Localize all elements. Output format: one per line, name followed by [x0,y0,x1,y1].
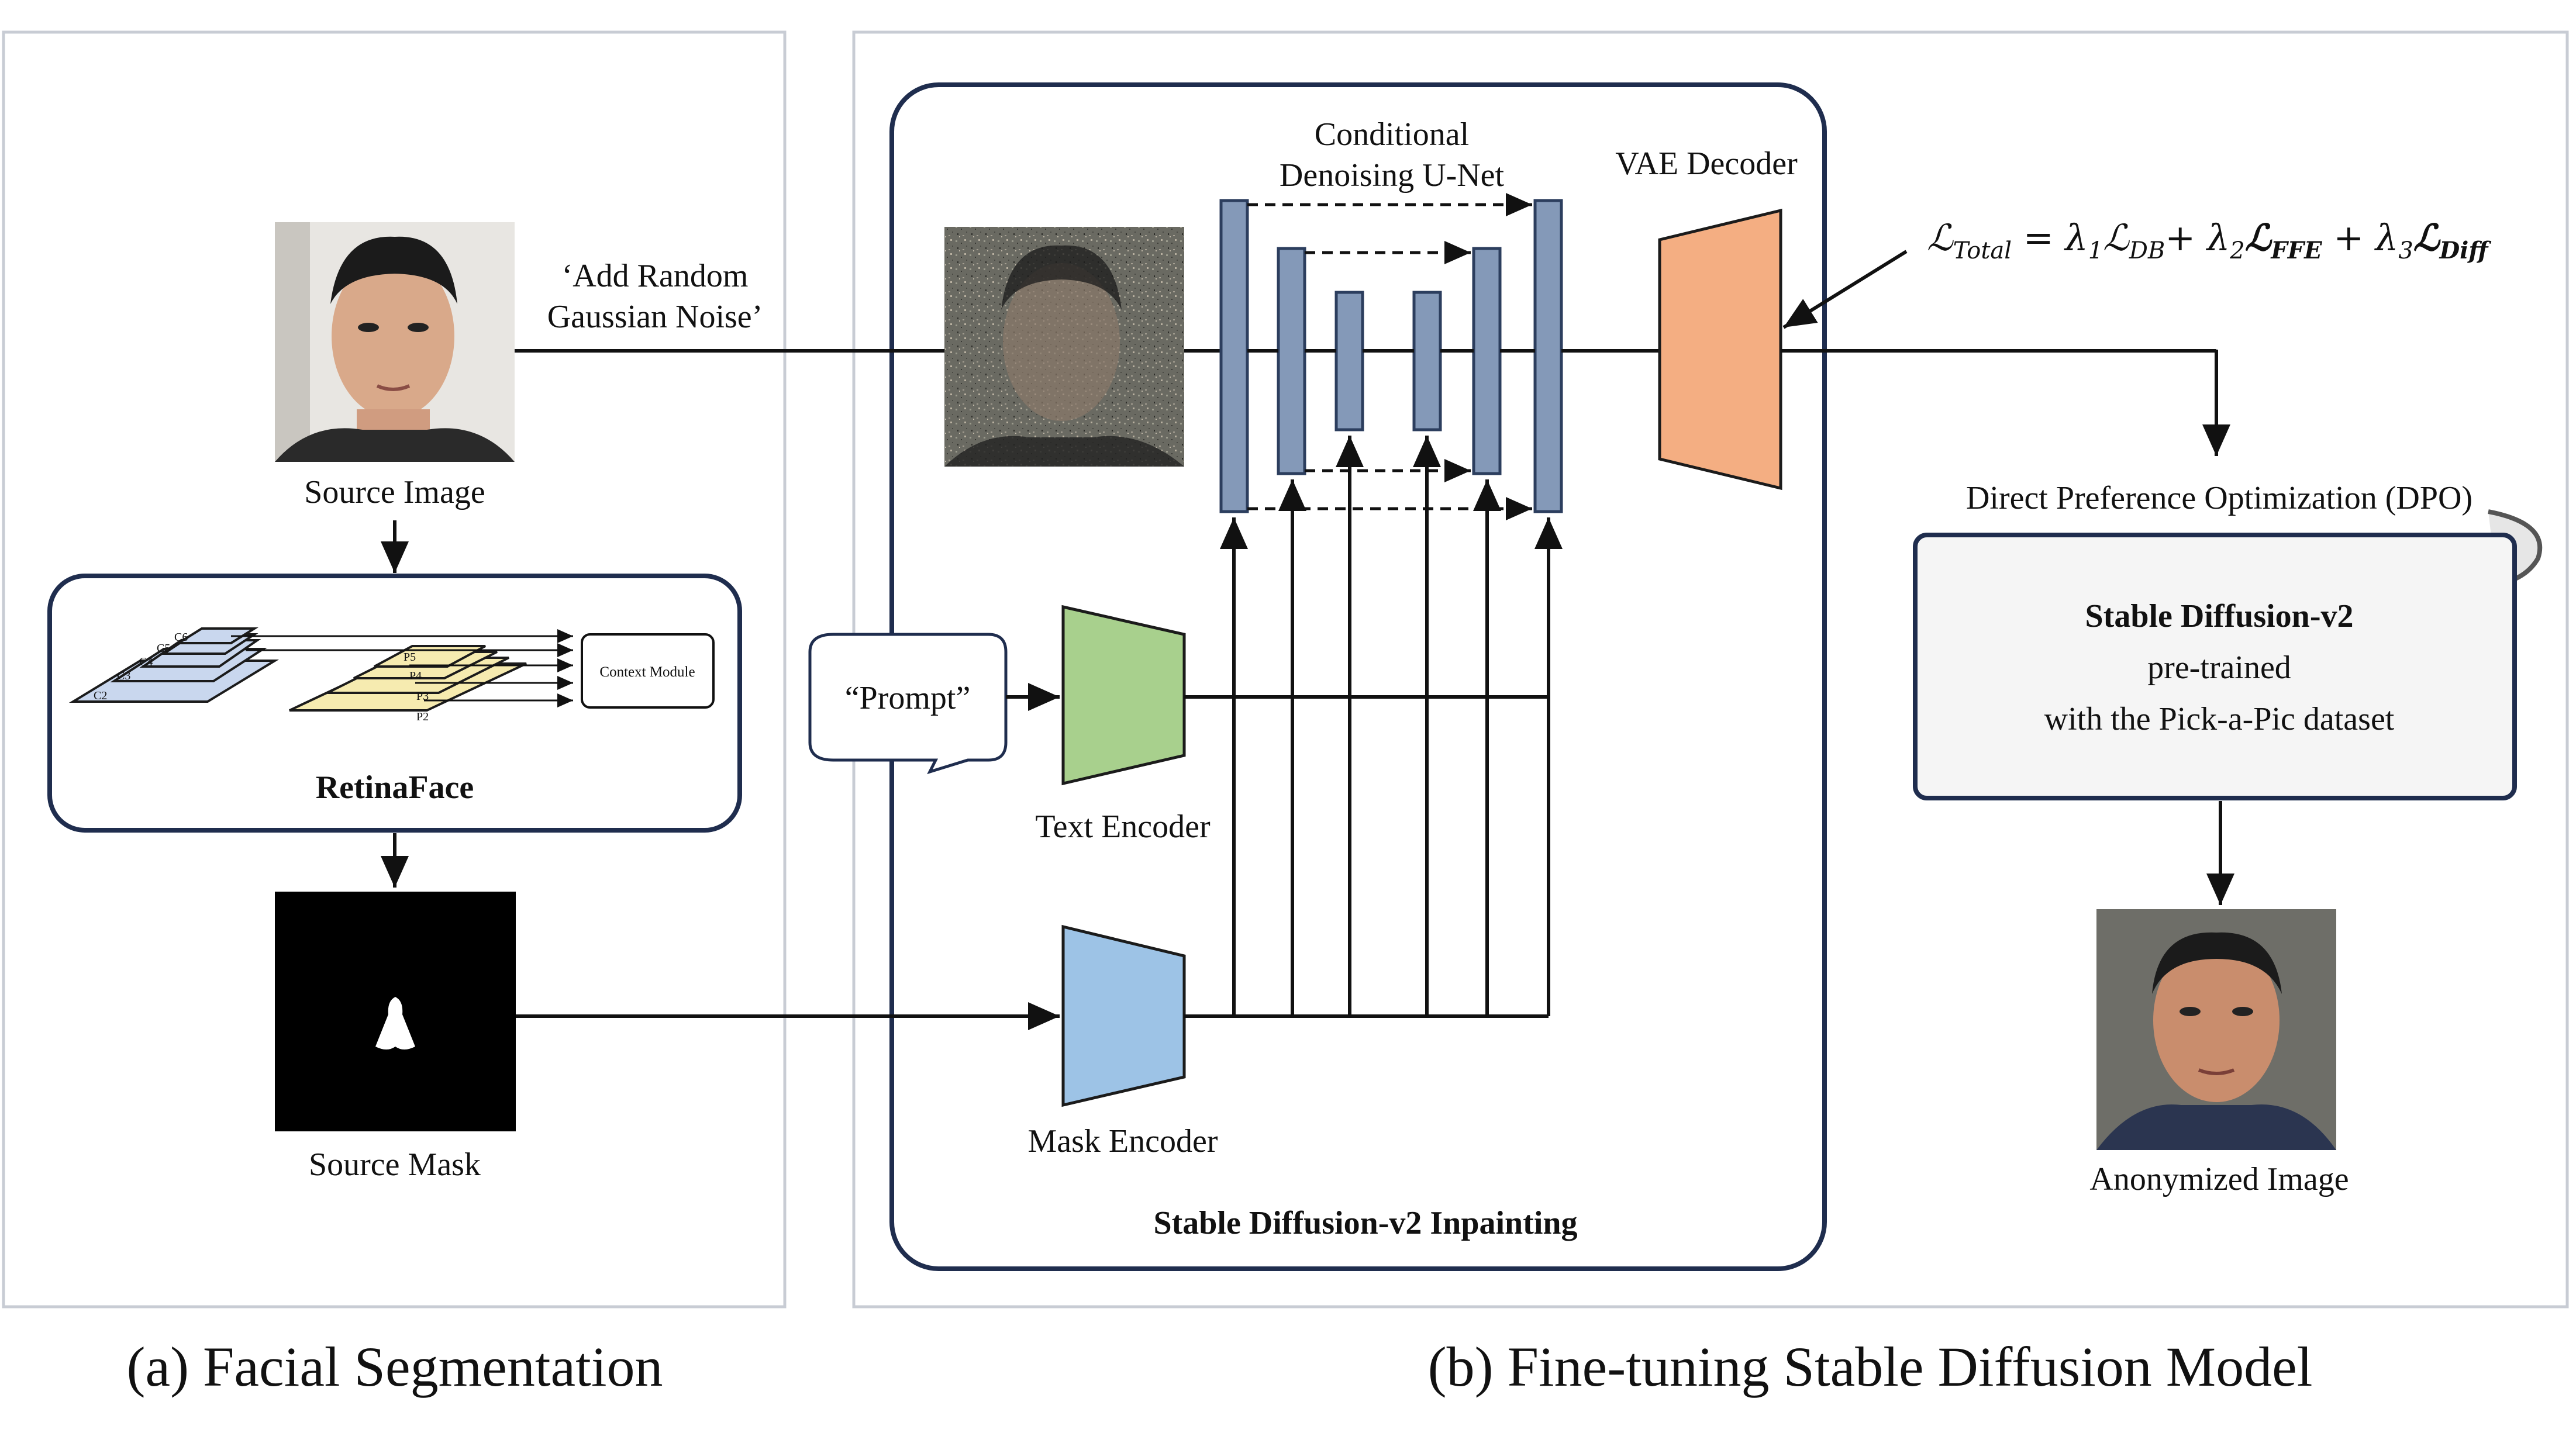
sd-box-line1: Stable Diffusion-v2 [2085,598,2354,634]
pyramid-level-p5 [374,645,486,668]
panel-a-caption: (a) Facial Segmentation [126,1335,663,1398]
inpainting-title: Stable Diffusion-v2 Inpainting [1153,1205,1577,1241]
unet-label-line2: Denoising U-Net [1280,157,1505,194]
loss-equation: ℒTotal = λ1ℒDB+ λ2ℒFFE + λ3ℒDiff [1927,216,2491,264]
retinaface-architecture: C2 C3 C4 C5 C6 P2 P3 P4 P5 Context Modul… [68,627,715,723]
conditioning-bus [1184,436,1563,1018]
sd-box-line2: pre-trained [2147,650,2291,686]
backbone-label-c3: C3 [117,669,130,682]
mask-encoder [1061,924,1186,1107]
mask-encoder-label: Mask Encoder [1027,1123,1218,1159]
pyramid-label-p5: P5 [404,651,416,664]
prompt-label: “Prompt” [845,680,971,716]
backbone-label-c6: C6 [174,631,188,644]
source-image-label: Source Image [304,474,485,510]
pyramid-label-p2: P2 [416,710,429,723]
unet-block-3 [1334,291,1364,431]
noise-label-line1: ‘Add Random [562,258,749,294]
context-module-label: Context Module [599,664,695,680]
source-mask-label: Source Mask [309,1147,481,1183]
unet-block-2 [1277,247,1306,475]
backbone-label-c2: C2 [94,689,107,702]
noise-label-line2: Gaussian Noise’ [547,299,763,335]
unet-label-line1: Conditional [1315,116,1469,153]
unet-block-6 [1533,199,1563,513]
unet [1219,193,1660,520]
panel-a-frame [2,30,787,1309]
pyramid-label-p4: P4 [409,669,422,682]
output-label: Anonymized Image [2089,1161,2349,1197]
panel-b-caption: (b) Fine-tuning Stable Diffusion Model [1428,1335,2313,1398]
backbone-level-c6 [174,627,258,644]
source-image [275,222,515,462]
sd-box-line3: with the Pick-a-Pic dataset [2044,701,2395,737]
text-encoder [1061,605,1186,786]
sd-pretrained-box [1913,533,2517,800]
unet-block-5 [1472,247,1502,475]
noisy-image [944,227,1184,467]
arrow-loss-to-vae [1782,250,1908,329]
vae-decoder [1658,208,1782,491]
unet-block-4 [1412,291,1442,431]
retinaface-title: RetinaFace [316,769,474,806]
source-mask [275,892,516,1131]
text-encoder-label: Text Encoder [1035,809,1211,845]
dpo-label: Direct Preference Optimization (DPO) [1966,480,2472,516]
anonymized-image [2096,909,2336,1150]
backbone-label-c4: C4 [139,655,153,668]
context-module-box [581,633,715,709]
vae-decoder-label: VAE Decoder [1615,146,1798,182]
unet-block-1 [1219,199,1249,513]
backbone-label-c5: C5 [157,642,170,655]
prompt-bubble: “Prompt” [808,633,1008,775]
